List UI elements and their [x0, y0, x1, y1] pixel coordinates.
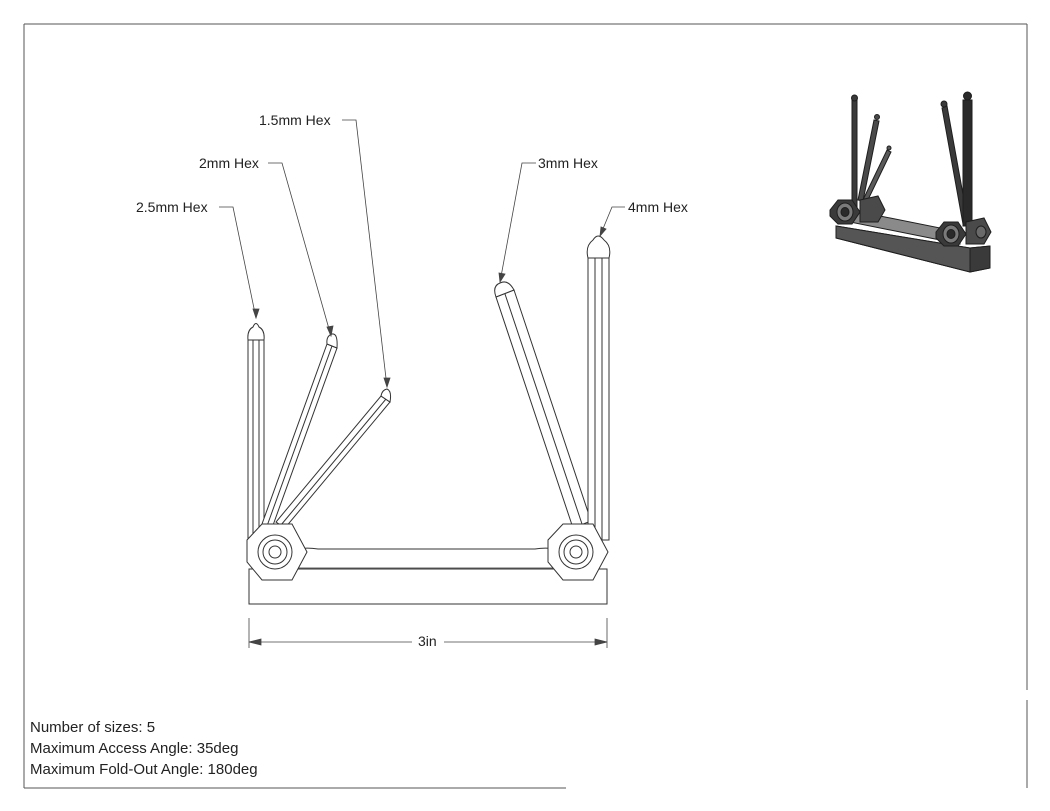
leader-4mm [599, 206, 625, 237]
base-plate [248, 568, 608, 605]
right-pivot-nut [547, 523, 609, 581]
width-dimension [248, 618, 608, 648]
callout-3mm-hex: 3mm Hex [538, 155, 598, 171]
leader-2-5mm [219, 206, 257, 319]
callout-2-5mm-hex: 2.5mm Hex [136, 199, 208, 215]
key-3mm [494, 281, 592, 529]
leader-1-5mm [342, 119, 388, 388]
width-dimension-label: 3in [418, 633, 437, 649]
leader-lines [219, 119, 625, 389]
spec-notes: Number of sizes: 5 Maximum Access Angle:… [30, 717, 258, 780]
leader-3mm [499, 162, 536, 283]
left-pivot-nut [246, 523, 308, 581]
callout-1-5mm-hex: 1.5mm Hex [259, 112, 331, 128]
key-1-5mm [275, 388, 392, 529]
note-number-of-sizes: Number of sizes: 5 [30, 719, 156, 736]
tool-front-view [246, 235, 611, 605]
isometric-view [829, 91, 992, 273]
note-max-foldout-angle: Maximum Fold-Out Angle: 180deg [30, 761, 258, 778]
sheet-border [23, 23, 1028, 789]
key-2-5mm [247, 323, 265, 541]
note-max-access-angle: Maximum Access Angle: 35deg [30, 740, 239, 757]
leader-2mm [268, 162, 332, 337]
key-4mm [586, 235, 611, 541]
center-link [284, 547, 573, 554]
callout-2mm-hex: 2mm Hex [199, 155, 259, 171]
callout-4mm-hex: 4mm Hex [628, 199, 688, 215]
